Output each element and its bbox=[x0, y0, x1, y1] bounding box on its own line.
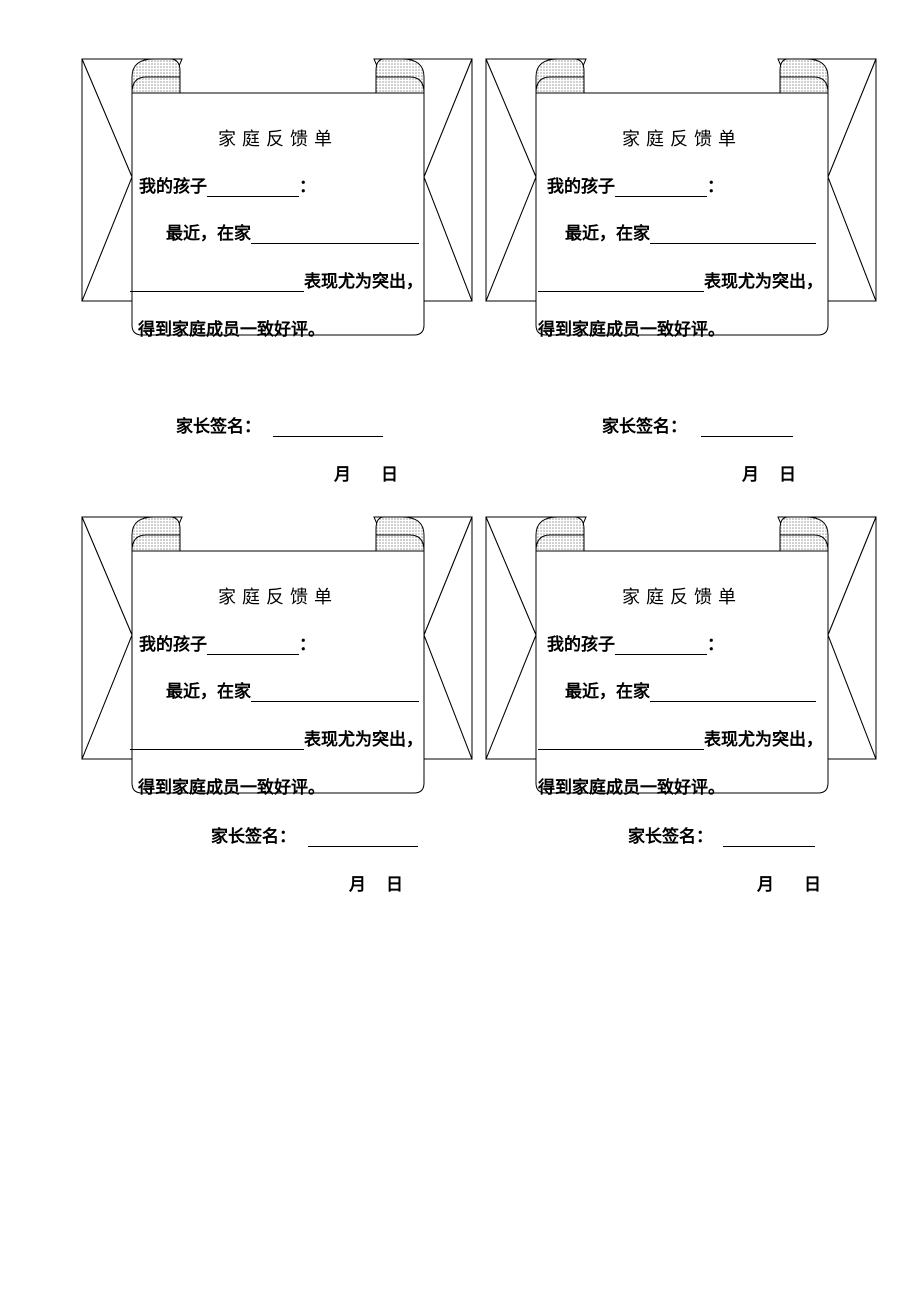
day-label: 日 bbox=[804, 875, 821, 895]
parent-signature-2: 家长签名： bbox=[602, 412, 793, 437]
child-line: 我的孩子 ： bbox=[547, 172, 724, 197]
behavior-blank-1[interactable] bbox=[251, 225, 419, 244]
feedback-card-1: 家庭反馈单 我的孩子 ： 最近，在家 表现尤为突出， 得到家庭成员一致好评。 bbox=[81, 57, 474, 347]
day-label: 日 bbox=[381, 465, 398, 485]
signature-blank[interactable] bbox=[308, 828, 418, 847]
outstanding-label: 表现尤为突出， bbox=[304, 272, 423, 292]
behavior-blank-2[interactable] bbox=[538, 273, 704, 292]
date-2: 月日 bbox=[742, 460, 796, 485]
month-label: 月 bbox=[742, 465, 759, 485]
behavior-blank-2[interactable] bbox=[130, 273, 304, 292]
praise-line: 得到家庭成员一致好评。 bbox=[538, 778, 725, 798]
behavior-blank-1[interactable] bbox=[650, 225, 816, 244]
praise-line: 得到家庭成员一致好评。 bbox=[138, 320, 325, 340]
praise-line: 得到家庭成员一致好评。 bbox=[138, 778, 325, 798]
feedback-card-2: 家庭反馈单 我的孩子 ： 最近，在家 表现尤为突出， 得到家庭成员一致好评。 bbox=[485, 57, 878, 347]
signature-blank[interactable] bbox=[273, 418, 383, 437]
date-1: 月日 bbox=[334, 460, 398, 485]
child-name-blank[interactable] bbox=[207, 178, 299, 197]
outstanding-label: 表现尤为突出， bbox=[704, 272, 823, 292]
outstanding-line: 表现尤为突出， bbox=[538, 725, 823, 750]
day-label: 日 bbox=[386, 875, 403, 895]
recent-line: 最近，在家 bbox=[565, 677, 816, 702]
behavior-blank-2[interactable] bbox=[538, 731, 704, 750]
child-line: 我的孩子 ： bbox=[139, 630, 316, 655]
signature-label: 家长签名： bbox=[628, 827, 713, 847]
signature-label: 家长签名： bbox=[602, 417, 687, 437]
parent-signature-1: 家长签名： bbox=[176, 412, 383, 437]
month-label: 月 bbox=[334, 465, 351, 485]
outstanding-line: 表现尤为突出， bbox=[130, 725, 423, 750]
signature-label: 家长签名： bbox=[176, 417, 261, 437]
colon: ： bbox=[299, 177, 316, 197]
scroll-banner-frame bbox=[485, 58, 877, 336]
feedback-card-3: 家庭反馈单 我的孩子 ： 最近，在家 表现尤为突出， 得到家庭成员一致好评。 bbox=[81, 515, 474, 805]
signature-blank[interactable] bbox=[701, 418, 793, 437]
recent-line: 最近，在家 bbox=[565, 219, 816, 244]
praise-line: 得到家庭成员一致好评。 bbox=[538, 320, 725, 340]
card-title: 家庭反馈单 bbox=[622, 129, 742, 150]
recent-label: 最近，在家 bbox=[166, 224, 251, 244]
day-label: 日 bbox=[779, 465, 796, 485]
parent-signature-4: 家长签名： bbox=[628, 822, 815, 847]
child-name-blank[interactable] bbox=[615, 636, 707, 655]
child-line: 我的孩子 ： bbox=[547, 630, 724, 655]
date-3: 月日 bbox=[349, 870, 403, 895]
scroll-banner-frame bbox=[485, 516, 877, 794]
child-line: 我的孩子 ： bbox=[139, 172, 316, 197]
child-label: 我的孩子 bbox=[547, 177, 615, 197]
scroll-banner-frame bbox=[81, 58, 473, 336]
colon: ： bbox=[707, 177, 724, 197]
recent-label: 最近，在家 bbox=[565, 682, 650, 702]
recent-label: 最近，在家 bbox=[166, 682, 251, 702]
signature-blank[interactable] bbox=[723, 828, 815, 847]
card-title: 家庭反馈单 bbox=[218, 129, 338, 150]
card-title: 家庭反馈单 bbox=[622, 587, 742, 608]
colon: ： bbox=[707, 635, 724, 655]
outstanding-label: 表现尤为突出， bbox=[704, 730, 823, 750]
feedback-card-4: 家庭反馈单 我的孩子 ： 最近，在家 表现尤为突出， 得到家庭成员一致好评。 bbox=[485, 515, 878, 805]
date-4: 月日 bbox=[757, 870, 821, 895]
behavior-blank-2[interactable] bbox=[130, 731, 304, 750]
child-label: 我的孩子 bbox=[547, 635, 615, 655]
child-label: 我的孩子 bbox=[139, 177, 207, 197]
month-label: 月 bbox=[349, 875, 366, 895]
recent-label: 最近，在家 bbox=[565, 224, 650, 244]
outstanding-label: 表现尤为突出， bbox=[304, 730, 423, 750]
scroll-banner-frame bbox=[81, 516, 473, 794]
colon: ： bbox=[299, 635, 316, 655]
signature-label: 家长签名： bbox=[211, 827, 296, 847]
child-name-blank[interactable] bbox=[615, 178, 707, 197]
parent-signature-3: 家长签名： bbox=[211, 822, 418, 847]
outstanding-line: 表现尤为突出， bbox=[130, 267, 423, 292]
card-title: 家庭反馈单 bbox=[218, 587, 338, 608]
month-label: 月 bbox=[757, 875, 774, 895]
recent-line: 最近，在家 bbox=[166, 677, 419, 702]
child-label: 我的孩子 bbox=[139, 635, 207, 655]
child-name-blank[interactable] bbox=[207, 636, 299, 655]
behavior-blank-1[interactable] bbox=[650, 683, 816, 702]
recent-line: 最近，在家 bbox=[166, 219, 419, 244]
behavior-blank-1[interactable] bbox=[251, 683, 419, 702]
outstanding-line: 表现尤为突出， bbox=[538, 267, 823, 292]
